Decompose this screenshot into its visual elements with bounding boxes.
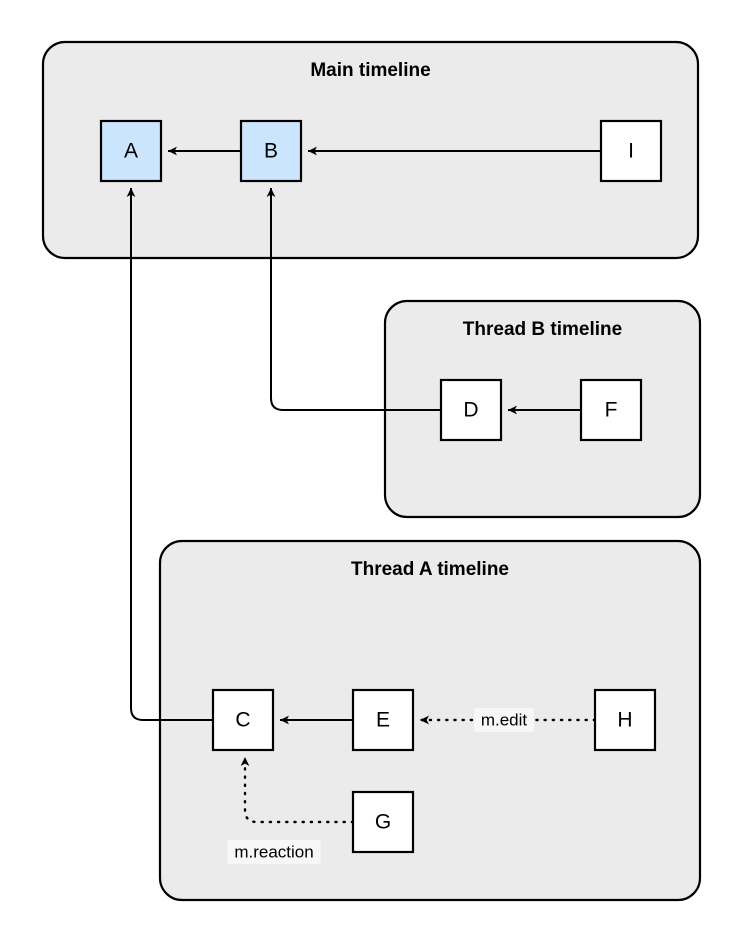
event-node-E[interactable]: E bbox=[351, 688, 415, 752]
event-node-D[interactable]: D bbox=[439, 378, 503, 442]
edge-label-h-to-e: m.edit bbox=[481, 710, 528, 729]
event-node-box[interactable] bbox=[593, 688, 657, 752]
event-node-label: D bbox=[463, 399, 478, 422]
event-node-label: H bbox=[617, 709, 632, 732]
event-node-label: G bbox=[375, 811, 391, 834]
event-node-label: E bbox=[376, 709, 390, 732]
edge-c-to-a bbox=[126, 188, 213, 721]
container-title-main: Main timeline bbox=[310, 60, 430, 81]
event-node-box[interactable] bbox=[351, 688, 415, 752]
event-node-box[interactable] bbox=[579, 378, 643, 442]
event-node-box[interactable] bbox=[351, 790, 415, 854]
event-node-C[interactable]: C bbox=[211, 688, 275, 752]
edge-labels-layer: m.edit m.reaction bbox=[227, 708, 534, 864]
event-node-box[interactable] bbox=[439, 378, 503, 442]
event-node-box[interactable] bbox=[239, 119, 303, 183]
event-node-box[interactable] bbox=[211, 688, 275, 752]
container-title-thread-a: Thread A timeline bbox=[351, 559, 509, 580]
event-node-G[interactable]: G bbox=[351, 790, 415, 854]
event-node-F[interactable]: F bbox=[579, 378, 643, 442]
event-node-box[interactable] bbox=[599, 119, 663, 183]
event-node-label: A bbox=[124, 140, 138, 163]
event-node-A[interactable]: A bbox=[99, 119, 163, 183]
event-node-label: B bbox=[264, 140, 278, 163]
event-node-label: F bbox=[605, 399, 618, 422]
event-node-I[interactable]: I bbox=[599, 119, 663, 183]
container-title-thread-b: Thread B timeline bbox=[463, 319, 622, 340]
edge-g-to-c bbox=[240, 755, 355, 824]
edge-label-g-to-c: m.reaction bbox=[234, 842, 313, 861]
edge-label-halo bbox=[227, 840, 321, 864]
nodes-layer: A B I D F C E H G bbox=[99, 119, 663, 854]
event-node-label: I bbox=[628, 140, 634, 163]
edge-d-to-b bbox=[266, 188, 441, 411]
event-node-B[interactable]: B bbox=[239, 119, 303, 183]
edges-layer bbox=[126, 146, 601, 824]
event-node-H[interactable]: H bbox=[593, 688, 657, 752]
event-node-label: C bbox=[235, 709, 250, 732]
event-node-box[interactable] bbox=[99, 119, 163, 183]
edge-label-halo bbox=[474, 708, 534, 732]
